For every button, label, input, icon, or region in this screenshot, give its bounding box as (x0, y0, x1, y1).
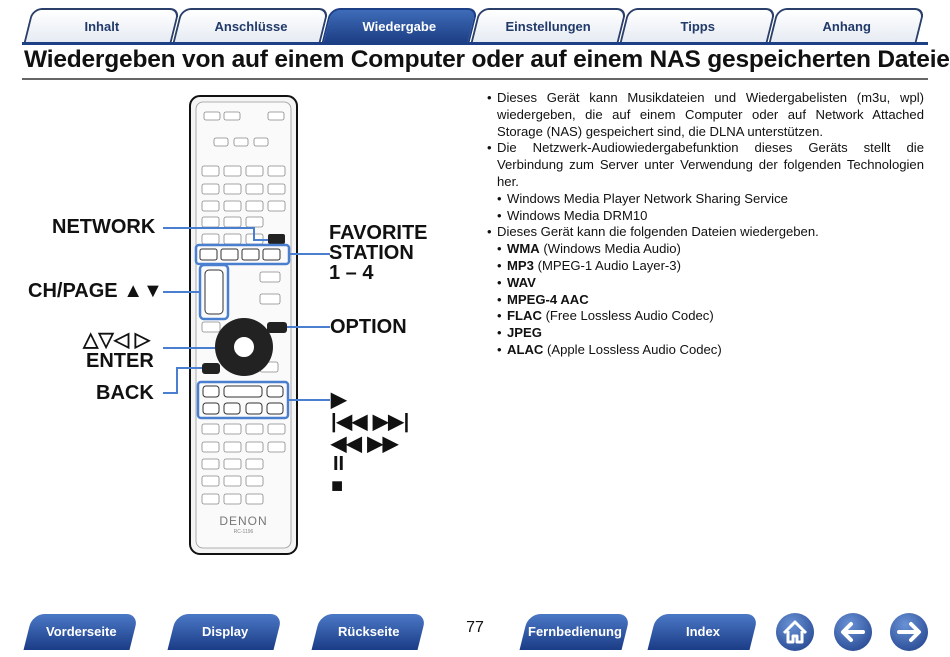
favorite-station-label: FAVORITE STATION 1 – 4 (329, 222, 428, 284)
remote-control-drawing (163, 95, 330, 555)
enter-label: ENTER (86, 350, 154, 372)
format-item: JPEG (497, 325, 924, 342)
page-title: Wiedergeben von auf einem Computer oder … (24, 46, 950, 73)
play-icon: ▶ (331, 389, 347, 411)
arrows-label: △▽◁ ▷ (83, 329, 151, 351)
format-item: FLAC (Free Lossless Audio Codec) (497, 308, 924, 325)
home-button[interactable] (776, 613, 814, 651)
stop-icon: ■ (331, 475, 344, 497)
tab-wiedergabe[interactable]: Wiedergabe (321, 8, 479, 42)
tab-inhalt[interactable]: Inhalt (23, 8, 181, 42)
display-button[interactable]: Display (167, 614, 283, 650)
chpage-label: CH/PAGE ▲▼ (28, 280, 163, 302)
tab-anschluesse[interactable]: Anschlüsse (172, 8, 330, 42)
title-divider (22, 78, 928, 80)
skip-icons: |◀◀ ▶▶| (331, 411, 410, 433)
remote-illustration: NETWORK CH/PAGE ▲▼ △▽◁ ▷ ENTER BACK FAVO… (20, 90, 460, 560)
back-arrow-button[interactable] (834, 613, 872, 651)
index-button[interactable]: Index (647, 614, 759, 650)
list-item: Windows Media Player Network Sharing Ser… (497, 191, 924, 208)
list-item: Windows Media DRM10 (497, 208, 924, 225)
arrow-left-icon (841, 622, 865, 642)
pause-icon: II (333, 453, 345, 475)
list-item: Die Netzwerk-Audiowiedergabefunktion die… (487, 140, 924, 190)
arrow-right-icon (897, 622, 921, 642)
list-item: Dieses Gerät kann Musikdateien und Wiede… (487, 90, 924, 140)
format-item: MP3 (MPEG-1 Audio Layer-3) (497, 258, 924, 275)
tab-underline (22, 42, 928, 45)
fernbedienung-button[interactable]: Fernbedienung (519, 614, 631, 650)
search-icons: ◀◀ ▶▶ (331, 433, 399, 455)
network-label: NETWORK (52, 216, 156, 238)
tab-einstellungen[interactable]: Einstellungen (470, 8, 628, 42)
list-item: Dieses Gerät kann die folgenden Dateien … (487, 224, 924, 241)
remote-model: RC-1196 (233, 529, 254, 535)
back-label: BACK (96, 382, 154, 404)
format-item: MPEG-4 AAC (497, 292, 924, 309)
format-item: WMA (Windows Media Audio) (497, 241, 924, 258)
vorderseite-button[interactable]: Vorderseite (23, 614, 139, 650)
description-text: Dieses Gerät kann Musikdateien und Wiede… (487, 90, 924, 359)
tab-anhang[interactable]: Anhang (768, 8, 926, 42)
format-item: WAV (497, 275, 924, 292)
page-number: 77 (466, 619, 484, 636)
format-item: ALAC (Apple Lossless Audio Codec) (497, 342, 924, 359)
forward-arrow-button[interactable] (890, 613, 928, 651)
remote-brand-logo: DENON (219, 514, 268, 528)
option-label: OPTION (330, 316, 407, 338)
tab-tipps[interactable]: Tipps (619, 8, 777, 42)
home-icon (782, 620, 808, 644)
top-tabs: Inhalt Anschlüsse Wiedergabe Einstellung… (22, 8, 928, 44)
rueckseite-button[interactable]: Rückseite (311, 614, 427, 650)
